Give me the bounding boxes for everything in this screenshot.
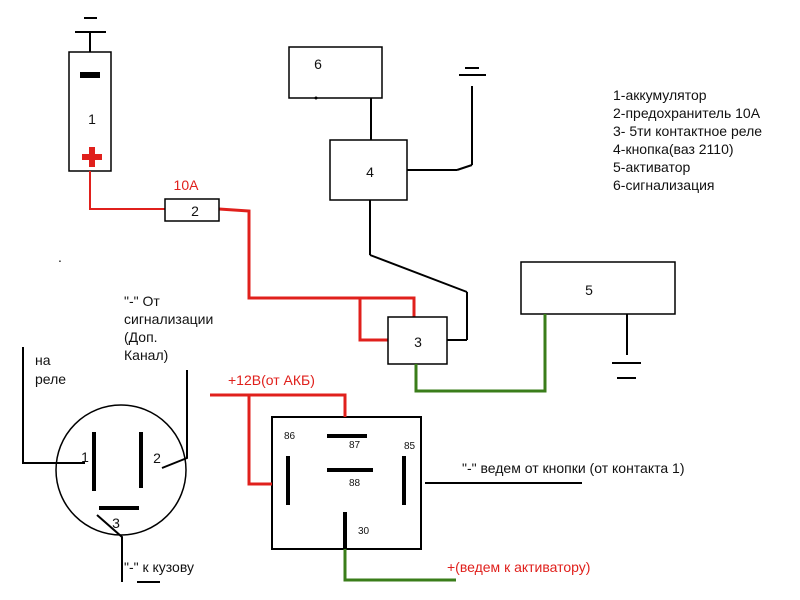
activator-5: 5 bbox=[414, 261, 676, 393]
activator-5-label: 5 bbox=[585, 282, 593, 298]
ground-label: "-" к кузову bbox=[124, 559, 194, 575]
legend-item: 4-кнопка(ваз 2110) bbox=[613, 141, 734, 157]
connector-pin-2-label: 2 bbox=[153, 450, 161, 466]
battery: 1 bbox=[68, 17, 112, 172]
battery-minus-icon bbox=[80, 72, 100, 78]
activator-5-body bbox=[520, 261, 676, 315]
fuse: 2 10A bbox=[164, 177, 220, 222]
legend-item: 1-аккумулятор bbox=[613, 87, 707, 103]
legend-item: 5-активатор bbox=[613, 159, 691, 175]
button-4-label: 4 bbox=[366, 164, 374, 180]
legend: 1-аккумулятор 2-предохранитель 10А 3- 5т… bbox=[613, 87, 762, 193]
fuse-body bbox=[164, 198, 220, 222]
activator-wire bbox=[414, 314, 547, 393]
relay-3-body bbox=[387, 316, 448, 365]
alarm-6: 6 bbox=[288, 46, 383, 140]
pin-86-label: 86 bbox=[284, 431, 296, 442]
relay-detail: +12В(от АКБ) 86 87 85 88 30 "-" ведем от… bbox=[210, 372, 685, 582]
to-relay-label: на bbox=[35, 352, 51, 368]
pin-85-label: 85 bbox=[404, 441, 416, 452]
battery-label: 1 bbox=[88, 111, 96, 127]
supply-label: +12В(от АКБ) bbox=[228, 372, 315, 388]
alarm-channel-label: сигнализации bbox=[124, 311, 213, 327]
stray-dot: . bbox=[58, 249, 62, 265]
connector-pin-3-label: 3 bbox=[112, 515, 120, 531]
alarm-channel-label: (Доп. bbox=[124, 329, 158, 345]
pin-87-label: 87 bbox=[349, 440, 361, 451]
relay-3-label: 3 bbox=[414, 334, 422, 350]
supply-wire bbox=[210, 393, 347, 417]
legend-item: 6-сигнализация bbox=[613, 177, 715, 193]
to-relay-label: реле bbox=[35, 371, 66, 387]
legend-item: 2-предохранитель 10А bbox=[613, 105, 761, 121]
pin-30-wire bbox=[343, 549, 456, 582]
pin-85-note: "-" ведем от кнопки (от контакта 1) bbox=[462, 460, 685, 476]
pin-88-label: 88 bbox=[349, 478, 361, 489]
alarm-channel-label: Канал) bbox=[124, 347, 168, 363]
button-4: 4 bbox=[329, 67, 486, 255]
alarm-6-body bbox=[288, 46, 383, 99]
fuse-label: 2 bbox=[191, 203, 199, 219]
relay-3: 3 bbox=[369, 254, 468, 365]
connector-pin-1-label: 1 bbox=[81, 449, 89, 465]
battery-plus-icon-v bbox=[89, 147, 95, 167]
pin-30-note: +(ведем к активатору) bbox=[447, 559, 590, 575]
button-connector: 1 2 3 на реле "-" От сигнализации (Доп. … bbox=[22, 293, 213, 583]
connector-outline bbox=[55, 404, 187, 536]
alarm-channel-label: "-" От bbox=[124, 293, 160, 309]
fuse-rating: 10A bbox=[174, 177, 200, 193]
alarm-6-label: 6 bbox=[314, 56, 322, 72]
pin-30-label: 30 bbox=[358, 526, 370, 537]
legend-item: 3- 5ти контактное реле bbox=[613, 123, 762, 139]
